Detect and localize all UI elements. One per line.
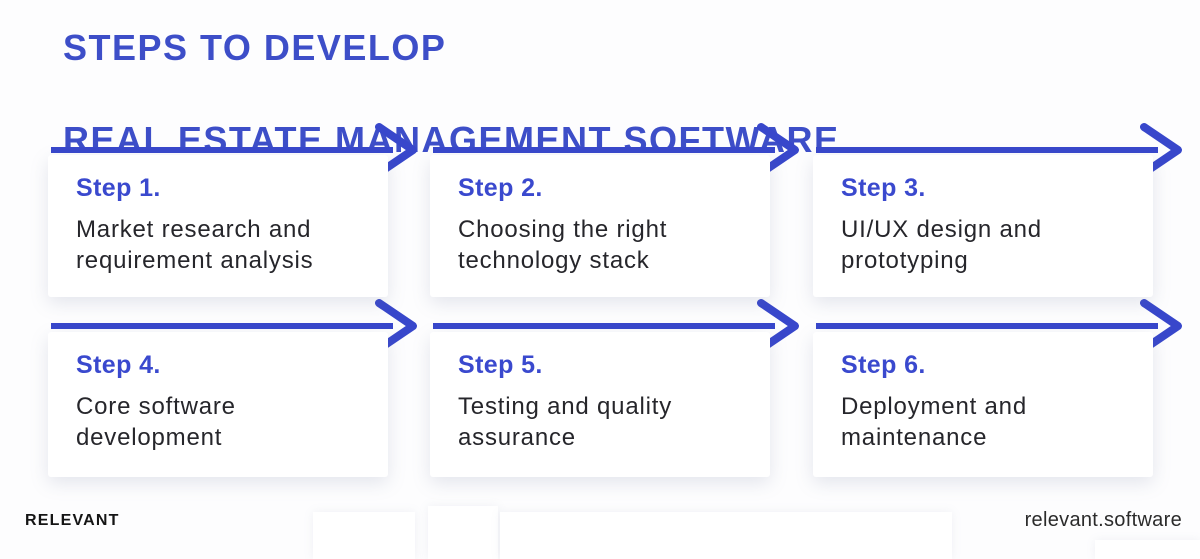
step-description: Core software development: [76, 393, 236, 451]
step-card-4: Step 4. Core software development: [48, 332, 388, 477]
page-title-line1: STEPS TO DEVELOP: [63, 27, 447, 68]
website-link[interactable]: relevant.software: [1024, 509, 1182, 531]
step-card-2: Step 2. Choosing the right technology st…: [430, 155, 770, 297]
page-title: STEPS TO DEVELOP REAL ESTATE MANAGEMENT …: [63, 25, 840, 163]
step-description: Testing and quality assurance: [458, 393, 672, 451]
step-label: Step 1.: [76, 174, 161, 202]
right-arrow-icon: [51, 123, 417, 177]
right-arrow-icon: [816, 299, 1182, 353]
brand-logo: RELEVANT: [25, 512, 120, 529]
step-label: Step 3.: [841, 174, 926, 202]
step-card-6: Step 6. Deployment and maintenance: [813, 332, 1153, 477]
step-label: Step 5.: [458, 351, 543, 379]
step-card-1: Step 1. Market research and requirement …: [48, 155, 388, 297]
cropped-card-remnant: [313, 512, 415, 559]
page-title-line2: REAL ESTATE MANAGEMENT SOFTWARE: [63, 119, 840, 160]
cropped-card-remnant: [500, 512, 952, 559]
step-label: Step 6.: [841, 351, 926, 379]
right-arrow-icon: [51, 299, 417, 353]
step-description: UI/UX design and prototyping: [841, 216, 1042, 274]
right-arrow-icon: [816, 123, 1182, 177]
step-label: Step 4.: [76, 351, 161, 379]
right-arrow-icon: [433, 123, 799, 177]
step-description: Market research and requirement analysis: [76, 216, 314, 274]
cropped-card-remnant: [428, 506, 498, 559]
step-description: Choosing the right technology stack: [458, 216, 668, 274]
step-description: Deployment and maintenance: [841, 393, 1027, 451]
right-arrow-icon: [433, 299, 799, 353]
step-card-3: Step 3. UI/UX design and prototyping: [813, 155, 1153, 297]
step-label: Step 2.: [458, 174, 543, 202]
cropped-card-remnant: [1095, 540, 1200, 559]
step-card-5: Step 5. Testing and quality assurance: [430, 332, 770, 477]
